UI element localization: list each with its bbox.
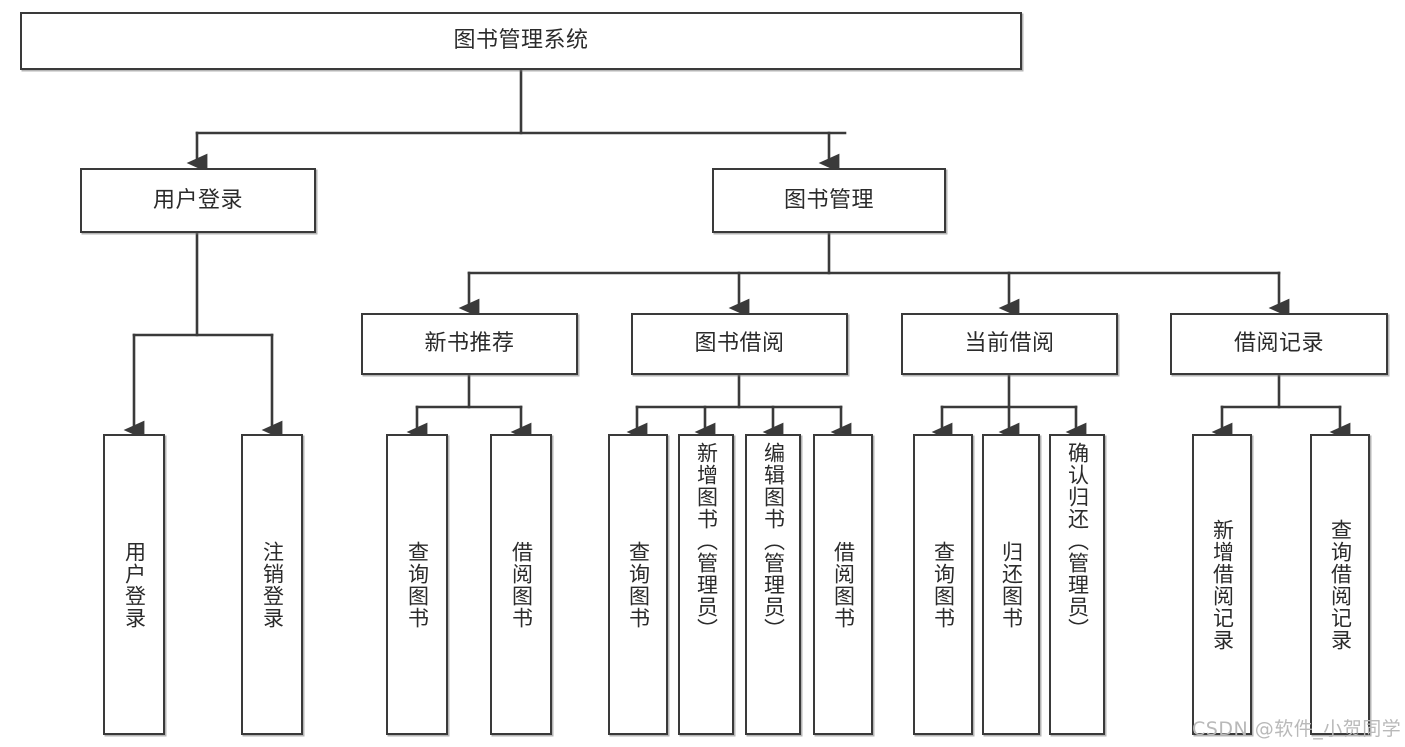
node-label: 查询图书 <box>405 540 430 629</box>
node-book-borrow[interactable]: 图书借阅 <box>631 313 848 375</box>
node-label: 用户登录 <box>152 187 243 213</box>
node-current-borrow[interactable]: 当前借阅 <box>901 313 1118 375</box>
node-label: 新书推荐 <box>424 331 515 357</box>
node-label: 借阅图书 <box>509 540 534 629</box>
node-label: 注销登录 <box>260 540 285 629</box>
watermark-text: CSDN @软件_小贺同学 <box>1192 718 1402 740</box>
node-label: 图书管理系统 <box>453 28 589 54</box>
leaf-current-borrow-query-book[interactable]: 查询图书 <box>913 434 973 735</box>
leaf-book-borrow-edit-book-admin[interactable]: 编辑图书（管理员） <box>745 434 801 735</box>
node-root-book-management-system[interactable]: 图书管理系统 <box>20 12 1022 70</box>
leaf-new-book-query-book[interactable]: 查询图书 <box>386 434 448 735</box>
node-label: 借阅图书 <box>831 540 856 629</box>
node-book-management[interactable]: 图书管理 <box>712 168 946 233</box>
node-label: 新增图书（管理员） <box>694 442 719 640</box>
node-label: 新增借阅记录 <box>1210 518 1235 651</box>
node-label: 图书管理 <box>783 187 874 213</box>
leaf-current-borrow-return-book[interactable]: 归还图书 <box>982 434 1040 735</box>
node-label: 图书借阅 <box>694 331 785 357</box>
node-label: 当前借阅 <box>964 331 1055 357</box>
node-new-book-recommend[interactable]: 新书推荐 <box>361 313 578 375</box>
node-label: 归还图书 <box>999 540 1024 629</box>
leaf-user-login-signout[interactable]: 注销登录 <box>241 434 303 735</box>
leaf-current-borrow-confirm-return-admin[interactable]: 确认归还（管理员） <box>1049 434 1105 735</box>
leaf-borrow-record-query-record[interactable]: 查询借阅记录 <box>1310 434 1370 735</box>
node-label: 用户登录 <box>122 540 147 629</box>
leaf-book-borrow-add-book-admin[interactable]: 新增图书（管理员） <box>678 434 734 735</box>
leaf-new-book-borrow-book[interactable]: 借阅图书 <box>490 434 552 735</box>
leaf-book-borrow-borrow-book[interactable]: 借阅图书 <box>813 434 873 735</box>
leaf-book-borrow-query-book[interactable]: 查询图书 <box>608 434 668 735</box>
node-user-login[interactable]: 用户登录 <box>80 168 316 233</box>
node-label: 确认归还（管理员） <box>1065 442 1090 640</box>
leaf-borrow-record-add-record[interactable]: 新增借阅记录 <box>1192 434 1252 735</box>
node-label: 查询借阅记录 <box>1328 518 1353 651</box>
node-label: 查询图书 <box>626 540 651 629</box>
node-label: 编辑图书（管理员） <box>761 442 786 640</box>
node-label: 查询图书 <box>931 540 956 629</box>
node-borrow-record[interactable]: 借阅记录 <box>1170 313 1388 375</box>
node-label: 借阅记录 <box>1233 331 1324 357</box>
leaf-user-login-signin[interactable]: 用户登录 <box>103 434 165 735</box>
